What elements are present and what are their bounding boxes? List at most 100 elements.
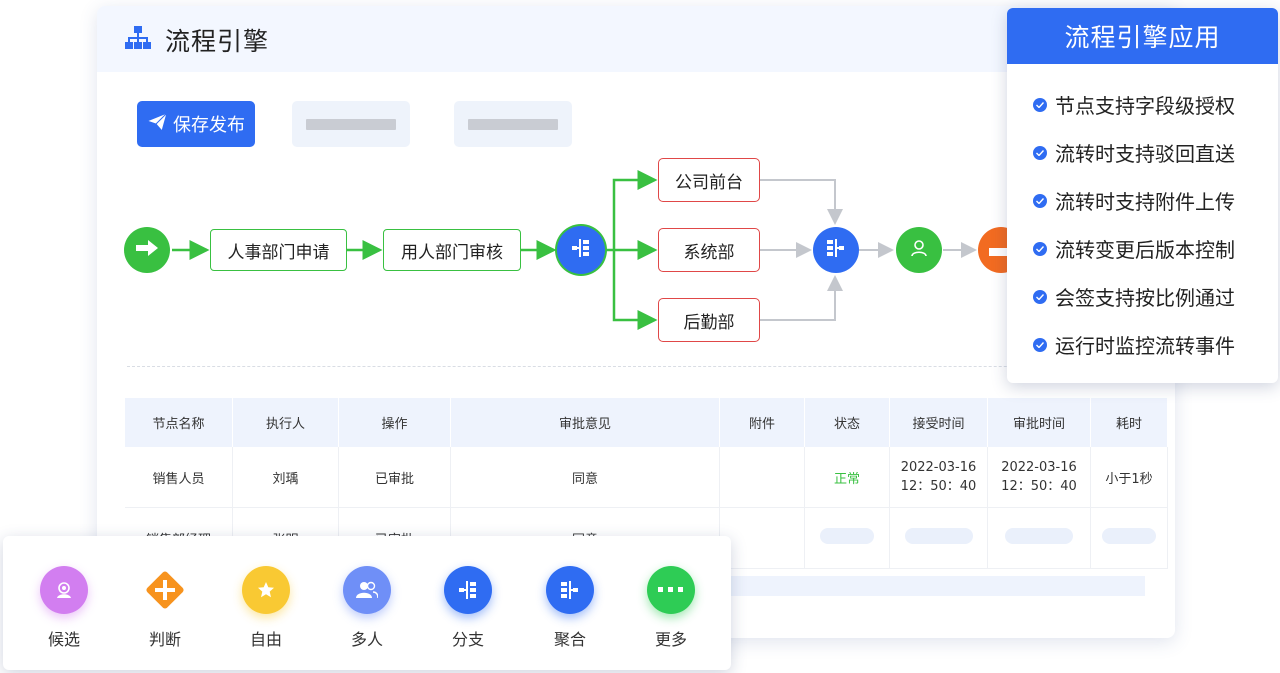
- node-company-front[interactable]: 公司前台: [658, 158, 760, 202]
- candidate-icon: [40, 566, 88, 614]
- tool-label: 候选: [47, 630, 80, 649]
- column-header: 操作: [338, 398, 451, 447]
- cell-accept-time: [889, 507, 988, 569]
- feature-item: 流转时支持驳回直送: [1033, 138, 1235, 167]
- accept-clock: 12：50：40: [900, 479, 977, 494]
- branch-icon: [572, 239, 590, 261]
- branch-node[interactable]: [557, 226, 605, 274]
- page-title: 流程引擎: [165, 27, 270, 56]
- branch-icon: [444, 566, 492, 614]
- column-header: 审批时间: [987, 398, 1091, 447]
- more-icon: [647, 566, 695, 614]
- merge-node[interactable]: [813, 227, 859, 273]
- placeholder-button-2[interactable]: [454, 101, 572, 147]
- column-header: 节点名称: [125, 398, 233, 447]
- check-circle-icon: [1033, 145, 1047, 160]
- check-circle-icon: [1033, 337, 1047, 352]
- popup-title: 流程引擎应用: [1007, 8, 1278, 64]
- cell-approve-time: 2022-03-16 12：50：40: [987, 447, 1091, 508]
- start-node[interactable]: [124, 227, 170, 273]
- placeholder-pill: [1005, 528, 1073, 544]
- column-header: 审批意见: [450, 398, 720, 447]
- feature-item: 流转时支持附件上传: [1033, 186, 1235, 215]
- flow-connectors: [172, 170, 977, 330]
- feature-item-label: 节点支持字段级授权: [1055, 94, 1235, 118]
- tool-label: 多人: [350, 630, 383, 649]
- cell-name: 销售人员: [125, 447, 233, 508]
- workflow-panel: 流程引擎 保存发布: [97, 6, 1175, 638]
- placeholder-pill: [820, 528, 874, 544]
- node-hr-apply[interactable]: 人事部门申请: [210, 229, 347, 271]
- feature-item-label: 会签支持按比例通过: [1055, 286, 1235, 310]
- feature-item: 会签支持按比例通过: [1033, 282, 1235, 311]
- approve-clock: 12：50：40: [1001, 479, 1077, 494]
- placeholder-button-1[interactable]: [292, 101, 410, 147]
- feature-item-label: 流转变更后版本控制: [1055, 238, 1235, 262]
- check-circle-icon: [1033, 289, 1047, 304]
- cell-attachment: [719, 507, 805, 569]
- approve-date: 2022-03-16: [1001, 460, 1077, 475]
- feature-item: 节点支持字段级授权: [1033, 90, 1235, 119]
- feature-popup: 流程引擎应用 节点支持字段级授权 流转时支持驳回直送 流转时支持附件上传 流转变…: [1007, 8, 1278, 383]
- star-icon: [242, 566, 290, 614]
- node-logistics[interactable]: 后勤部: [658, 298, 760, 342]
- merge-icon: [546, 566, 594, 614]
- check-circle-icon: [1033, 193, 1047, 208]
- feature-item-label: 流转时支持驳回直送: [1055, 142, 1235, 166]
- tool-free[interactable]: 自由: [226, 566, 306, 650]
- tool-more[interactable]: 更多: [631, 566, 711, 650]
- column-header: 执行人: [232, 398, 339, 447]
- cell-approve-time: [987, 507, 1091, 569]
- users-icon: [343, 566, 391, 614]
- feature-item-label: 运行时监控流转事件: [1055, 334, 1235, 358]
- cell-executor: 刘瑀: [232, 447, 339, 508]
- save-publish-label: 保存发布: [173, 115, 245, 136]
- column-header: 状态: [804, 398, 890, 447]
- cell-status: [804, 507, 890, 569]
- feature-item-label: 流转时支持附件上传: [1055, 190, 1235, 214]
- table-row[interactable]: 销售人员 刘瑀 已审批 同意 正常 2022-03-16 12：50：40 202…: [125, 447, 1168, 508]
- condition-plus-icon: [141, 566, 189, 614]
- send-icon: [145, 111, 168, 136]
- check-circle-icon: [1033, 97, 1047, 112]
- table-header-row: 节点名称 执行人 操作 审批意见 附件 状态 接受时间 审批时间 耗时: [125, 398, 1168, 447]
- cell-accept-time: 2022-03-16 12：50：40: [889, 447, 988, 508]
- column-header: 耗时: [1090, 398, 1168, 447]
- tool-label: 判断: [148, 630, 181, 649]
- stop-icon: [989, 241, 1013, 260]
- org-chart-icon: [125, 26, 151, 54]
- cell-status: 正常: [804, 447, 890, 508]
- node-system-dept[interactable]: 系统部: [658, 228, 760, 272]
- cell-action: 已审批: [338, 447, 451, 508]
- save-publish-button[interactable]: 保存发布: [137, 101, 255, 147]
- placeholder-pill: [904, 528, 973, 544]
- cell-duration: 小于1秒: [1090, 447, 1168, 508]
- check-circle-icon: [1033, 241, 1047, 256]
- tool-label: 更多: [654, 630, 687, 649]
- tool-label: 聚合: [553, 630, 586, 649]
- panel-header: 流程引擎: [97, 6, 1175, 72]
- section-divider: [127, 366, 1147, 367]
- cell-attachment: [719, 447, 805, 508]
- tool-merge[interactable]: 聚合: [530, 566, 610, 650]
- column-header: 接受时间: [889, 398, 988, 447]
- node-employer-review[interactable]: 用人部门审核: [383, 229, 521, 271]
- placeholder-pill: [1102, 528, 1156, 544]
- arrow-right-icon: [136, 240, 158, 260]
- tool-condition[interactable]: 判断: [125, 566, 205, 650]
- tool-multi-user[interactable]: 多人: [327, 566, 407, 650]
- tool-label: 分支: [451, 630, 484, 649]
- feature-item: 流转变更后版本控制: [1033, 234, 1235, 263]
- user-icon: [910, 239, 928, 261]
- accept-date: 2022-03-16: [900, 460, 977, 475]
- node-palette: 候选 判断 自由 多人 分支 聚合 更多: [3, 536, 731, 670]
- cell-duration: [1090, 507, 1168, 569]
- feature-item: 运行时监控流转事件: [1033, 330, 1235, 359]
- tool-candidate[interactable]: 候选: [24, 566, 104, 650]
- column-header: 附件: [719, 398, 805, 447]
- tool-branch[interactable]: 分支: [428, 566, 508, 650]
- merge-icon: [827, 239, 845, 261]
- cell-opinion: 同意: [450, 447, 720, 508]
- tool-label: 自由: [249, 630, 282, 649]
- approver-node[interactable]: [896, 227, 942, 273]
